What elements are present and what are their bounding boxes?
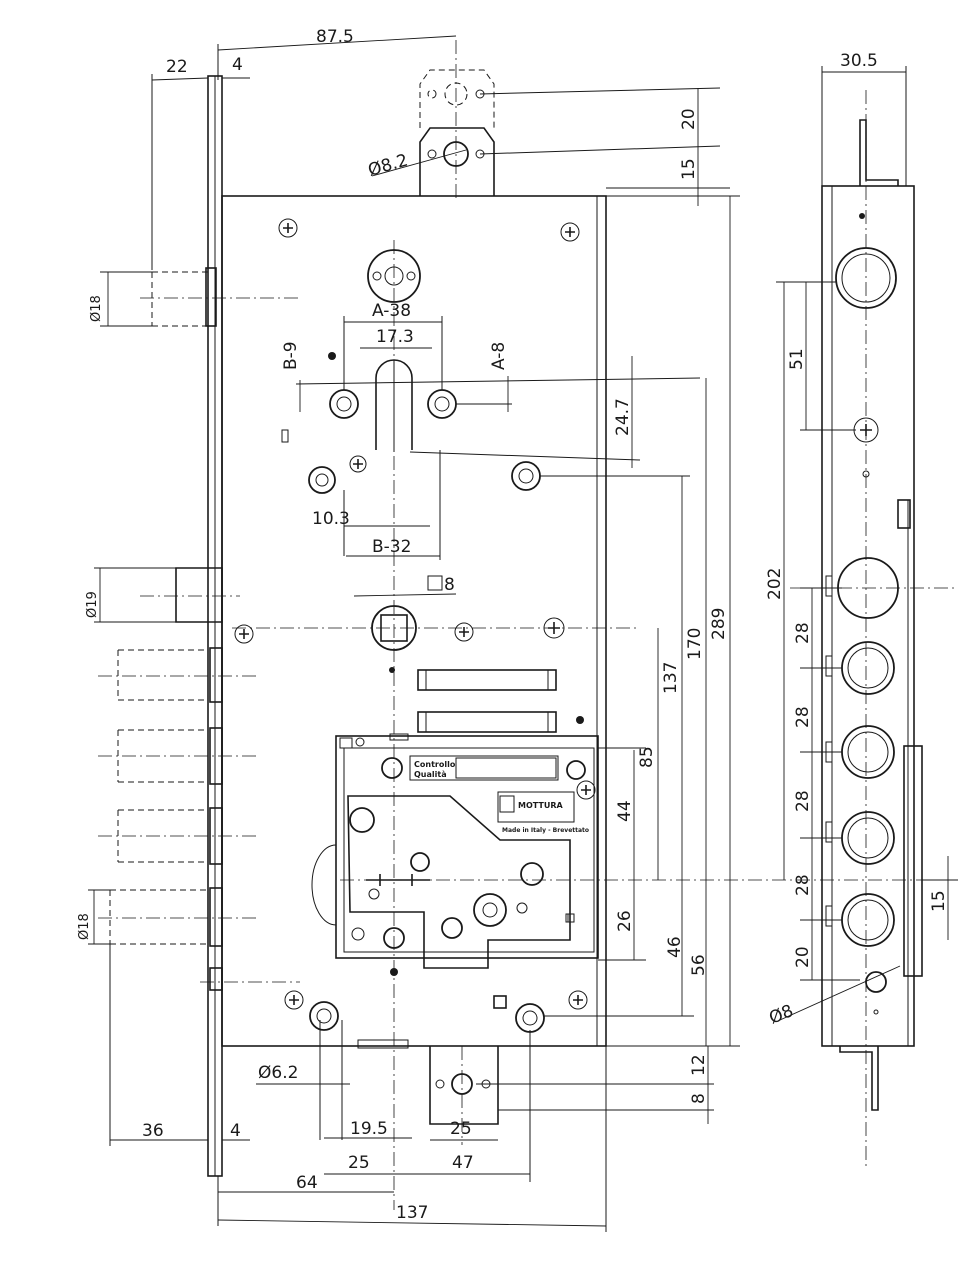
dimension-top-87-5: 87.5: [316, 27, 354, 47]
dimension-d-170: 170: [685, 628, 705, 660]
dimension-side-28-a: 28: [793, 622, 813, 644]
dimension-d-8-bottom: 8: [689, 1093, 709, 1104]
dimension-side-20: 20: [793, 946, 813, 968]
dimension-side-28-b: 28: [793, 706, 813, 728]
dimension-side-15: 15: [929, 890, 949, 912]
dimension-dia-18-top: Ø18: [89, 295, 104, 322]
quality-plate: [409, 755, 559, 781]
dimension-d-19-5: 19.5: [350, 1119, 388, 1139]
dimension-v-15-top: 15: [679, 158, 699, 180]
dimension-d-56: 56: [689, 954, 709, 976]
dimension-top-22: 22: [166, 57, 188, 77]
dimension-b-32: B-32: [372, 537, 411, 557]
dimension-dia-19: Ø19: [85, 591, 100, 618]
dimension-side-dia-8: Ø8: [766, 1001, 796, 1029]
dimension-d-46: 46: [665, 936, 685, 958]
dimension-d-64: 64: [296, 1173, 318, 1193]
front-dimensions: 87.5 22 4 20 15 Ø8.2 Ø18 A-38 17.3 B-9: [77, 27, 740, 1232]
dimension-d-44: 44: [615, 800, 635, 822]
screw-heads: [234, 218, 596, 1010]
dimension-d-137-v: 137: [661, 662, 681, 694]
dimension-side-30-5: 30.5: [840, 51, 878, 71]
side-body: [821, 185, 915, 1047]
dimension-d-26: 26: [615, 910, 635, 932]
dimension-side-28-c: 28: [793, 790, 813, 812]
bottom-rod-bracket: [429, 1046, 499, 1125]
dimension-d-10-3: 10.3: [312, 509, 350, 529]
dimension-dia-8-2: Ø8.2: [366, 150, 410, 180]
side-dimensions: 30.5 51 202 28 28 28 28 20 15 Ø8: [765, 51, 958, 1029]
dimension-d-36: 36: [142, 1121, 164, 1141]
gearbox-housing: [335, 735, 599, 959]
dimension-d-25-a: 25: [348, 1153, 370, 1173]
top-rod-bracket: [419, 127, 495, 196]
dimension-dia-18-bottom: Ø18: [77, 913, 92, 940]
dimension-d-17-3: 17.3: [376, 327, 414, 347]
lock-front-view: Controllo Qualità MOTTURA Made in Italy …: [98, 40, 958, 1210]
dimension-d-137-h: 137: [396, 1203, 428, 1223]
plate-brand: MOTTURA: [518, 801, 564, 810]
dimension-v-20: 20: [679, 108, 699, 130]
dimension-a-8: A-8: [489, 342, 509, 370]
plate-line1: Controllo: [414, 760, 456, 769]
dimension-b-9: B-9: [281, 341, 301, 370]
dimension-side-202: 202: [765, 568, 785, 600]
dimension-side-51: 51: [787, 348, 807, 370]
dimension-d-24-7: 24.7: [613, 398, 633, 436]
dimension-d-289: 289: [709, 608, 729, 640]
dimension-top-4: 4: [232, 55, 243, 75]
brand-plate: [497, 791, 575, 823]
plate-line2: Qualità: [414, 770, 447, 779]
dimension-d-12: 12: [689, 1054, 709, 1076]
deadbolts: [109, 267, 223, 991]
dimension-side-28-d: 28: [793, 874, 813, 896]
dimension-d-4-bottom: 4: [230, 1121, 241, 1141]
dimension-d-47: 47: [452, 1153, 474, 1173]
dimension-dia-6-2: Ø6.2: [258, 1063, 298, 1083]
plate-made-in: Made in Italy - Brevettato: [502, 827, 589, 834]
dimension-d-25-b: 25: [450, 1119, 472, 1139]
dimension-d-85: 85: [637, 746, 657, 768]
dimension-sq-8: 8: [444, 575, 455, 595]
dimension-a-38: A-38: [372, 301, 411, 321]
lock-side-view: [790, 90, 958, 1170]
